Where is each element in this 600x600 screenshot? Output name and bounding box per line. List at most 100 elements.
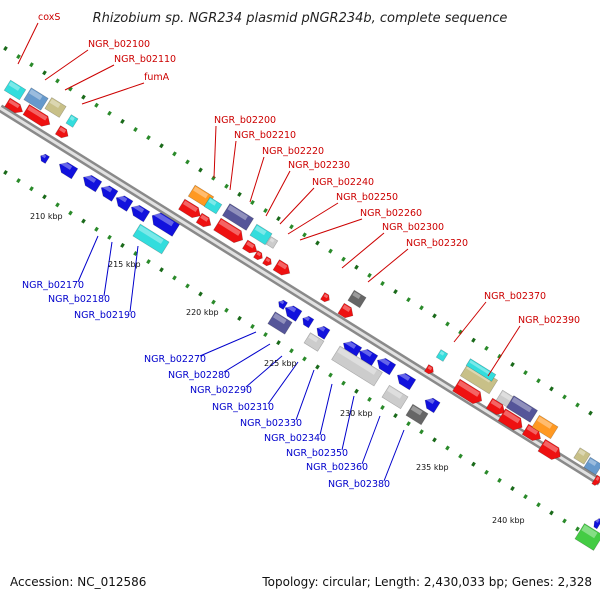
gene-label: coxS xyxy=(38,12,60,23)
gene-feature xyxy=(22,104,51,127)
gene-label: NGR_b02370 xyxy=(484,291,546,302)
gene-feature xyxy=(331,345,383,387)
gc-skew-mark xyxy=(484,469,489,475)
gene-label: NGR_b02320 xyxy=(406,238,468,249)
feature-track xyxy=(3,79,600,551)
gene-feature xyxy=(424,364,434,375)
gene-label: NGR_b02360 xyxy=(306,462,368,473)
gene-label: NGR_b02270 xyxy=(144,354,206,365)
leader-line xyxy=(361,415,381,465)
gc-skew-mark xyxy=(185,283,190,289)
gene-feature xyxy=(40,153,50,164)
scale-tick-label: 220 kbp xyxy=(186,308,219,317)
gene-label: NGR_b02280 xyxy=(168,370,230,381)
gc-skew-mark xyxy=(289,224,294,230)
gene-feature xyxy=(59,160,79,180)
gc-skew-mark xyxy=(133,127,138,133)
gene-feature xyxy=(249,223,273,246)
gene-feature xyxy=(316,325,331,340)
gc-skew-mark xyxy=(445,445,450,451)
leader-line xyxy=(295,369,315,421)
gc-skew-mark xyxy=(224,183,229,189)
gene-feature xyxy=(100,184,119,202)
scale-tick-label: 210 kbp xyxy=(30,212,63,221)
gene-feature xyxy=(452,378,483,405)
gene-feature xyxy=(573,447,591,465)
leader-line xyxy=(287,202,339,235)
gc-skew-mark xyxy=(81,218,86,224)
gc-skew-mark xyxy=(588,410,593,416)
gene-feature xyxy=(203,196,223,215)
leader-line xyxy=(199,331,257,357)
gene-label: NGR_b02200 xyxy=(214,115,276,126)
gene-feature xyxy=(381,384,409,410)
leader-line xyxy=(383,429,405,482)
gc-skew-mark xyxy=(250,199,255,205)
gc-skew-mark xyxy=(497,477,502,483)
gc-skew-mark xyxy=(29,62,34,68)
gc-skew-mark xyxy=(302,356,307,362)
leader-line xyxy=(265,170,291,217)
gene-feature xyxy=(54,125,69,139)
gene-feature xyxy=(178,198,201,219)
leader-line xyxy=(17,22,39,65)
gc-skew-mark xyxy=(237,191,242,197)
gc-skew-mark xyxy=(575,402,580,408)
leader-line xyxy=(77,235,99,283)
gene-label: NGR_b02180 xyxy=(48,294,110,305)
gc-skew-mark xyxy=(159,143,164,149)
gc-skew-mark xyxy=(393,289,398,295)
leader-line xyxy=(487,325,521,377)
gc-skew-mark xyxy=(107,234,112,240)
gc-skew-mark xyxy=(406,421,411,427)
gene-label: NGR_b02350 xyxy=(286,448,348,459)
gene-label: NGR_b02110 xyxy=(114,54,176,65)
gc-skew-mark xyxy=(536,378,541,384)
gc-skew-mark xyxy=(16,178,21,184)
gene-feature xyxy=(583,456,600,476)
gc-skew-mark xyxy=(3,46,8,51)
gene-feature xyxy=(506,395,538,423)
gene-feature xyxy=(267,311,293,335)
gc-skew-mark xyxy=(250,323,255,329)
gc-skew-mark xyxy=(549,510,554,516)
gc-skew-mark xyxy=(367,272,372,278)
gc-skew-mark xyxy=(445,321,450,327)
gc-skew-mark xyxy=(328,372,333,378)
leader-line xyxy=(44,49,89,81)
gene-label: NGR_b02300 xyxy=(382,222,444,233)
gene-label: NGR_b02170 xyxy=(22,280,84,291)
gene-feature xyxy=(272,259,291,276)
gc-skew-mark xyxy=(419,429,424,435)
gc-skew-mark xyxy=(68,210,73,216)
gene-feature xyxy=(302,315,315,329)
gc-skew-mark xyxy=(172,275,177,281)
gc-skew-mark xyxy=(276,216,281,222)
gc-skew-mark xyxy=(224,307,229,313)
gc-skew-mark xyxy=(94,226,99,232)
leader-line xyxy=(129,245,139,313)
gene-feature xyxy=(593,518,600,530)
map-title: Rhizobium sp. NGR234 plasmid pNGR234b, c… xyxy=(93,11,508,26)
gc-skew-mark xyxy=(549,386,554,392)
gene-feature xyxy=(284,304,303,322)
gene-feature xyxy=(485,397,505,415)
gene-label: NGR_b02210 xyxy=(234,130,296,141)
gene-labels: coxSNGR_b02100NGR_b02110fumANGR_b02200NG… xyxy=(22,12,580,490)
gene-feature xyxy=(65,114,79,128)
gene-label: NGR_b02390 xyxy=(518,315,580,326)
gene-feature xyxy=(83,173,103,193)
gene-label: NGR_b02230 xyxy=(288,160,350,171)
gc-skew-mark xyxy=(3,170,8,175)
gc-skew-mark xyxy=(198,291,203,297)
gc-skew-mark xyxy=(458,329,463,335)
gene-label: NGR_b02260 xyxy=(360,208,422,219)
accession-text: Accession: NC_012586 xyxy=(10,575,146,589)
gene-feature xyxy=(132,223,170,255)
gc-skew-mark xyxy=(367,396,372,402)
gc-skew-mark xyxy=(276,340,281,346)
gc-skew-mark xyxy=(42,194,47,200)
gc-skew-mark xyxy=(211,175,216,181)
gene-feature xyxy=(337,302,354,319)
